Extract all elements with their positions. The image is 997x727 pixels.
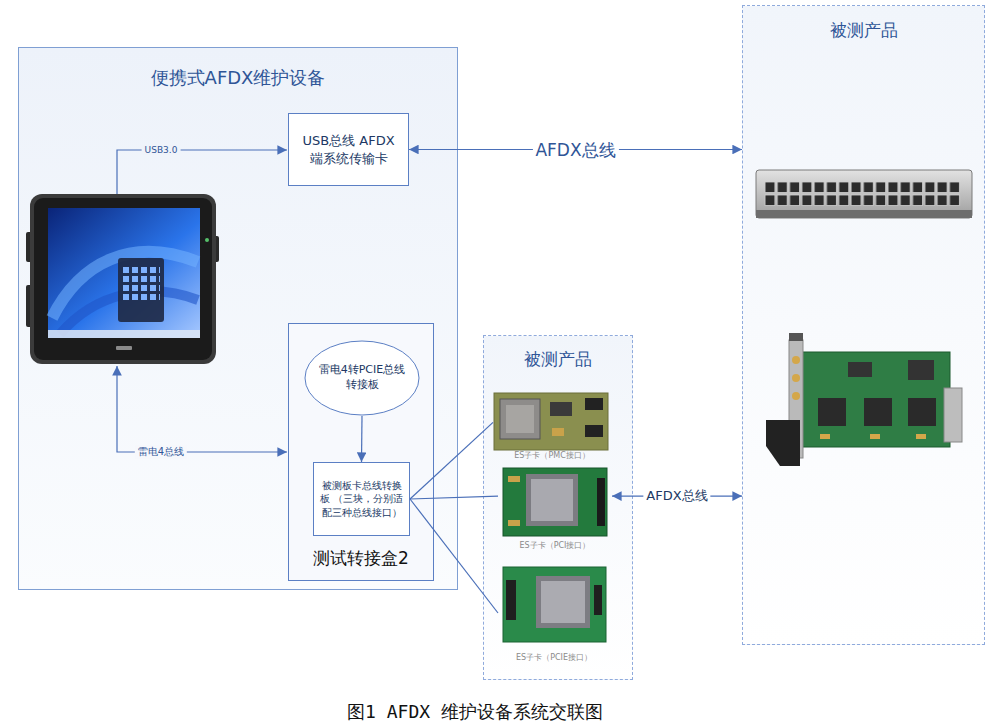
- pci-card-illustration: [597, 478, 605, 526]
- pci-card-illustration: [531, 479, 573, 521]
- pcie-card-illustration: [594, 585, 602, 615]
- pcie-card-illustration: [536, 576, 590, 628]
- network-switch-illustration: [764, 181, 961, 207]
- afdx-card-illustration: [789, 333, 803, 341]
- tablet-illustration: [60, 291, 198, 334]
- pci-card-illustration: [526, 474, 578, 526]
- tablet-illustration: [52, 252, 198, 318]
- pci-card-illustration: [508, 520, 520, 526]
- tablet-illustration: [122, 266, 160, 302]
- pmc-card-illustration: [585, 425, 603, 437]
- node-text: 被测产品: [524, 348, 592, 371]
- pmc-card-illustration: [500, 399, 540, 439]
- network-switch-illustration: [756, 210, 972, 218]
- tablet-illustration: [212, 236, 219, 262]
- pcie-card-illustration: [503, 567, 606, 642]
- afdx-card-illustration: [792, 392, 800, 400]
- tablet-wire: [117, 150, 287, 194]
- tablet-illustration: [116, 346, 132, 350]
- ellipse-outline: [305, 341, 419, 415]
- afdx-card-illustration: [820, 434, 830, 439]
- pci-card-illustration: [503, 468, 607, 536]
- node-text: 测试转接盒2: [313, 547, 409, 570]
- afdx-card-illustration: [864, 398, 892, 426]
- tablet-illustration: [205, 238, 209, 242]
- afdx-card-illustration: [916, 434, 926, 439]
- tablet-wire: [117, 150, 287, 452]
- tablet-illustration: [26, 285, 34, 327]
- node-text: 被测产品: [830, 19, 898, 42]
- afdx-card-illustration: [766, 420, 800, 466]
- afdx-card-illustration: [908, 360, 934, 380]
- transfer-card-box: USB总线 AFDX端系统传输卡: [288, 113, 409, 186]
- pcie-card-illustration: [503, 567, 606, 642]
- connector: [410, 499, 498, 613]
- pcie-card-illustration: [506, 580, 516, 620]
- node-text: USB总线 AFDX端系统传输卡: [299, 132, 398, 167]
- pci-card-illustration: [503, 468, 607, 536]
- converter-box: 被测板卡总线转换板 （三块，分别适配三种总线接口）: [313, 462, 410, 536]
- network-switch-illustration: [756, 170, 972, 218]
- network-switch-illustration: [756, 170, 972, 218]
- connector: [410, 496, 498, 499]
- afdx-card-illustration: [800, 352, 950, 447]
- pci-card-illustration: [508, 476, 520, 482]
- afdx-card-illustration: [789, 340, 803, 458]
- edge-label: AFDX总线: [643, 487, 710, 505]
- tablet-wire: [117, 366, 287, 452]
- node-text: ES子卡（PCI接口）: [520, 541, 591, 552]
- afdx-card-illustration: [870, 434, 880, 439]
- pmc-card-illustration: [552, 428, 564, 436]
- afdx-card-illustration: [792, 356, 800, 364]
- connector: [361, 416, 363, 462]
- afdx-card-illustration: [766, 333, 962, 466]
- node-text: ES子卡（PMC接口）: [514, 451, 589, 462]
- pmc-card-illustration: [585, 398, 603, 410]
- connector: [409, 149, 742, 150]
- tablet-illustration: [34, 198, 212, 360]
- pmc-card-illustration: [494, 393, 608, 450]
- product-group: 被测产品 ES子卡（PMC接口） ES子卡（PCI接口） ES子卡（PCIE接口）: [483, 335, 633, 680]
- figure-caption: 图1 AFDX 维护设备系统交联图: [250, 700, 700, 724]
- tablet-illustration: [30, 194, 216, 364]
- node-text: 雷电4转PCIE总线转接板: [318, 363, 406, 393]
- afdx-card-illustration: [818, 398, 846, 426]
- device-group: 便携式AFDX维护设备 USB总线 AFDX端系统传输卡测试转接盒2 雷电4转PCI…: [18, 47, 458, 590]
- afdx-card-illustration: [908, 398, 936, 426]
- tablet-illustration: [118, 258, 164, 322]
- tablet-illustration: [26, 232, 34, 262]
- edge-label: AFDX总线: [532, 138, 618, 161]
- afdx-card-illustration: [944, 388, 962, 442]
- node-text: ES子卡（PCIE接口）: [516, 653, 592, 664]
- es-card: ES子卡（PCI接口）: [498, 466, 612, 552]
- product-group: 被测产品: [742, 5, 985, 645]
- tablet-illustration: [48, 330, 200, 338]
- connector: [612, 496, 742, 497]
- tablet-illustration: [26, 194, 219, 364]
- node-text: 便携式AFDX维护设备: [151, 66, 326, 90]
- node-text: 被测板卡总线转换板 （三块，分别适配三种总线接口）: [319, 479, 404, 520]
- es-card: ES子卡（PMC接口）: [493, 390, 611, 462]
- pmc-card-illustration: [494, 393, 608, 450]
- connector: [410, 422, 493, 499]
- es-card: ES子卡（PCIE接口）: [498, 562, 610, 664]
- tablet-illustration: [48, 208, 200, 338]
- afdx-card-illustration: [848, 362, 872, 377]
- pmc-card-illustration: [550, 402, 572, 416]
- test-box: 测试转接盒2 雷电4转PCIE总线转接板被测板卡总线转换板 （三块，分别适配三种总…: [288, 323, 434, 581]
- pcie-card-illustration: [541, 581, 585, 623]
- adapter-ellipse: 雷电4转PCIE总线转接板: [304, 340, 420, 416]
- pmc-card-illustration: [506, 405, 534, 433]
- afdx-card-illustration: [792, 374, 800, 382]
